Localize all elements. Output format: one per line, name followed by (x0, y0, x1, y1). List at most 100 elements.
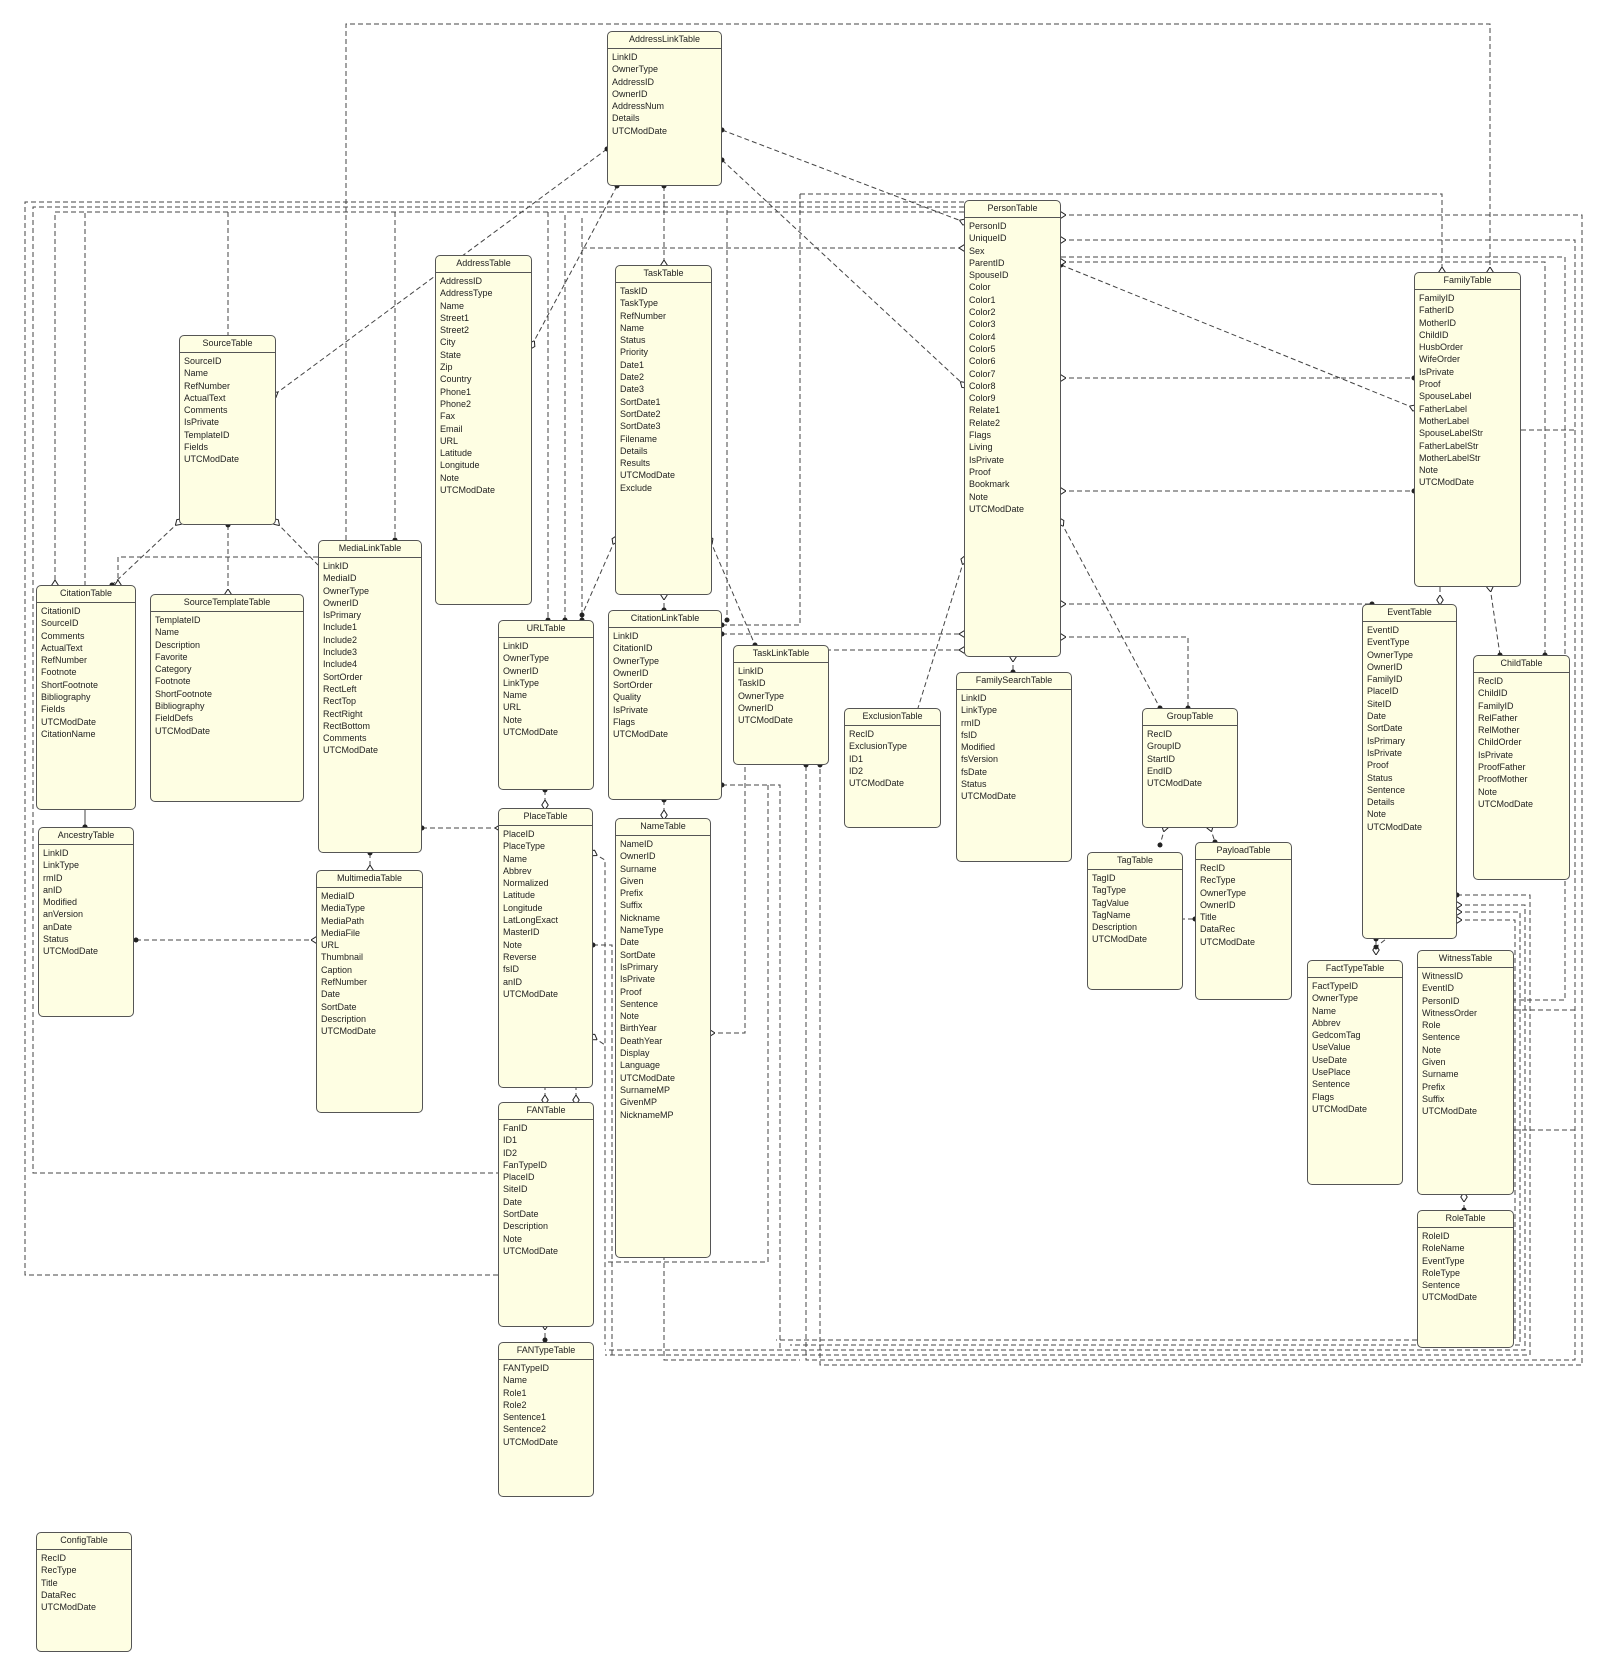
table-field: Living (969, 442, 993, 453)
table-field: CitationID (613, 643, 653, 654)
table-field: Bookmark (969, 479, 1010, 490)
table-field: EventType (1422, 1255, 1465, 1266)
table-field: UTCModDate (1312, 1103, 1368, 1114)
table-field: PersonID (969, 221, 1007, 231)
table-header: WitnessTable (1418, 951, 1513, 968)
table-field: UTCModDate (1422, 1292, 1478, 1303)
table-field: FactTypeID (1312, 981, 1359, 991)
table-field: LinkID (323, 561, 349, 571)
table-field: LinkType (961, 705, 998, 716)
table-field: fsVersion (961, 754, 999, 765)
table-field: Thumbnail (321, 952, 364, 963)
table-field: Date (1367, 711, 1387, 722)
table-field: EventType (1367, 637, 1410, 648)
table-field: Color2 (969, 307, 996, 318)
table-field: Date2 (620, 372, 645, 383)
table-field: Quality (613, 692, 642, 703)
table-field: IsPrivate (1367, 747, 1403, 758)
table-field: URL (503, 702, 522, 713)
table-field: Description (1092, 922, 1138, 933)
table-field: Color (969, 282, 991, 293)
table-field: RefNumber (321, 977, 368, 988)
table-field: DataRec (41, 1589, 77, 1600)
table-field: UTCModDate (1200, 936, 1256, 947)
table-header: PersonTable (965, 201, 1060, 218)
table-field: Note (1422, 1044, 1442, 1055)
table-header: ConfigTable (37, 1533, 131, 1550)
table-field: OwnerID (613, 667, 649, 678)
table-field: TagName (1092, 909, 1131, 920)
table-field: IsPrivate (1419, 366, 1455, 377)
table-field: Flags (969, 430, 992, 441)
table-field: Color8 (969, 380, 996, 391)
table-field: EndID (1147, 765, 1173, 776)
table-field: LinkID (612, 52, 638, 62)
table-field: RectBottom (323, 720, 371, 731)
table-field: NameID (620, 839, 654, 849)
table-field: SurnameMP (620, 1084, 671, 1095)
table-field: FieldDefs (155, 713, 194, 724)
table-field: TagID (1092, 873, 1116, 883)
table-header: AddressLinkTable (608, 32, 721, 49)
table-field: UTCModDate (323, 745, 379, 756)
table-field: RefNumber (620, 310, 667, 321)
table-field: Filename (620, 433, 658, 444)
table-field: fsDate (961, 766, 988, 777)
table-field: SortDate (620, 949, 656, 960)
table-field: BirthYear (620, 1023, 657, 1034)
table-field: GroupID (1147, 741, 1182, 752)
table-field: FatherID (1419, 305, 1455, 316)
table-field: Note (620, 1011, 640, 1022)
table-field: RecID (1147, 729, 1173, 739)
table-field: UTCModDate (961, 791, 1017, 802)
table-field: ID2 (849, 765, 864, 776)
table-field: Favorite (155, 651, 188, 662)
table-header: PayloadTable (1196, 843, 1291, 860)
table-field: ChildOrder (1478, 737, 1522, 748)
table-field: SourceID (184, 356, 222, 366)
table-field: EventID (1422, 983, 1455, 994)
table-field: UTCModDate (1419, 477, 1475, 488)
table-field: Suffix (620, 900, 643, 911)
table-field: RoleName (1422, 1243, 1465, 1254)
table-field: Date3 (620, 384, 645, 395)
table-field: FANTypeID (503, 1363, 550, 1373)
table-field: Name (1312, 1005, 1337, 1016)
table-field: OwnerID (503, 665, 539, 676)
table-field: Name (155, 627, 180, 638)
